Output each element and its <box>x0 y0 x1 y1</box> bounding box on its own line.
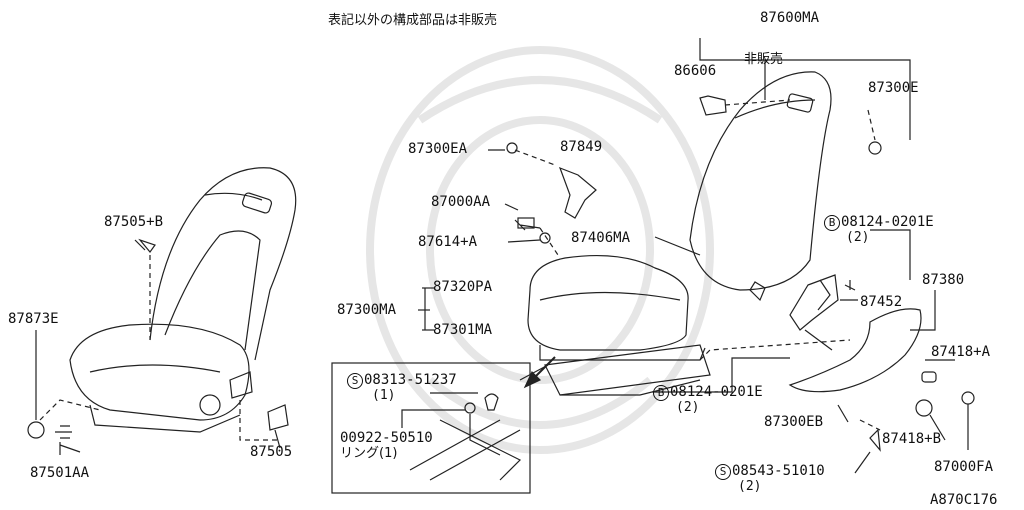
right-seatback-illustration <box>689 38 975 452</box>
label-08124-lower-text: 08124-0201E <box>670 384 763 400</box>
label-non-sale: 非販売 <box>744 52 784 67</box>
label-08313-text: 08313-51237 <box>364 372 457 388</box>
symbol-s-lower: S <box>715 464 731 480</box>
label-87000AA: 87000AA <box>431 194 491 210</box>
label-87320PA: 87320PA <box>433 279 493 295</box>
left-seat-illustration <box>27 167 297 455</box>
direction-arrow <box>523 356 556 389</box>
inset-detail-box <box>331 362 531 494</box>
label-87849: 87849 <box>560 139 603 155</box>
symbol-b-lower: B <box>653 385 669 401</box>
label-87505B: 87505+B <box>104 214 164 230</box>
label-87301MA: 87301MA <box>433 322 493 338</box>
label-86606: 86606 <box>674 63 717 79</box>
label-87418A: 87418+A <box>931 344 991 360</box>
label-87505: 87505 <box>250 444 293 460</box>
label-87600MA: 87600MA <box>760 10 820 26</box>
label-87873E: 87873E <box>8 311 59 327</box>
label-87300EA: 87300EA <box>408 141 468 157</box>
label-87300E: 87300E <box>868 80 919 96</box>
label-00922: 00922-50510 <box>340 430 433 446</box>
label-87300EB: 87300EB <box>764 414 824 430</box>
label-qty-2-upper: (2) <box>846 230 870 245</box>
label-87000FA: 87000FA <box>934 459 994 475</box>
label-87873-suffix: E <box>50 311 59 327</box>
label-87300MA: 87300MA <box>337 302 397 318</box>
label-ring: リング(1) <box>340 446 398 461</box>
label-87406MA: 87406MA <box>571 230 631 246</box>
diagram-code: A870C176 <box>930 492 998 508</box>
label-87501AA: 87501AA <box>30 465 90 481</box>
label-87873-highlight: 87873 <box>8 311 51 327</box>
label-87380: 87380 <box>922 272 965 288</box>
label-qty-2-bottom: (2) <box>738 479 762 494</box>
label-qty-1: (1) <box>372 388 396 403</box>
center-cushion-illustration <box>506 142 711 396</box>
label-qty-2-lower: (2) <box>676 400 700 415</box>
leader-lines <box>59 149 969 474</box>
label-08543-text: 08543-51010 <box>732 463 825 479</box>
label-08124-upper-text: 08124-0201E <box>841 214 934 230</box>
label-87418B: 87418+B <box>882 431 942 447</box>
note-non-sale-components: 表記以外の構成部品は非販売 <box>328 13 498 28</box>
label-87452: 87452 <box>860 294 903 310</box>
label-87614A: 87614+A <box>418 234 478 250</box>
symbol-b: B <box>824 215 840 231</box>
symbol-s: S <box>347 373 363 389</box>
